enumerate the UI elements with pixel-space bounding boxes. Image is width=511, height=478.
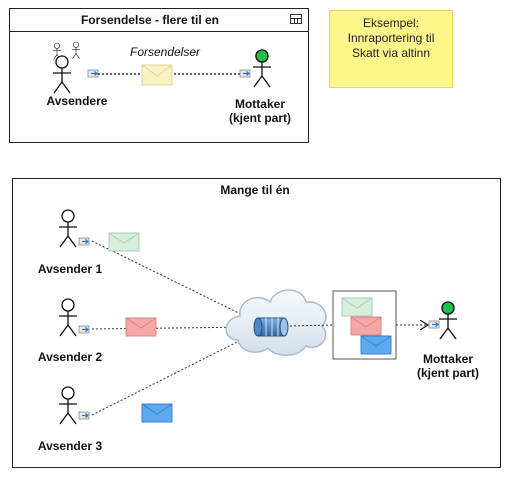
top-diagram-title: Forsendelse - flere til en	[80, 13, 220, 27]
sender-3-label: Avsender 3	[37, 439, 103, 453]
note-line-2: Innraportering til	[347, 31, 435, 45]
top-receiver-label-2: (kjent part)	[228, 111, 291, 125]
frame-icon[interactable]	[290, 14, 302, 24]
sender-1-label: Avsender 1	[37, 262, 103, 276]
note-line-1: Eksempel:	[362, 16, 420, 30]
note-line-3: Skatt via altinn	[351, 46, 431, 60]
top-receiver-label-1: Mottaker	[234, 97, 285, 111]
bottom-diagram-title: Mange til én	[220, 183, 290, 197]
bottom-receiver-label-1: Mottaker	[422, 352, 473, 366]
example-note: Eksempel: Innraportering til Skatt via a…	[329, 10, 453, 88]
top-diagram-title-bar: Forsendelse - flere til en	[10, 9, 308, 32]
bottom-diagram-frame	[12, 178, 501, 468]
top-edge-label: Forsendelser	[129, 45, 201, 59]
top-sender-label: Avsendere	[46, 94, 108, 108]
sender-2-label: Avsender 2	[37, 350, 103, 364]
bottom-receiver-label-2: (kjent part)	[416, 366, 479, 380]
